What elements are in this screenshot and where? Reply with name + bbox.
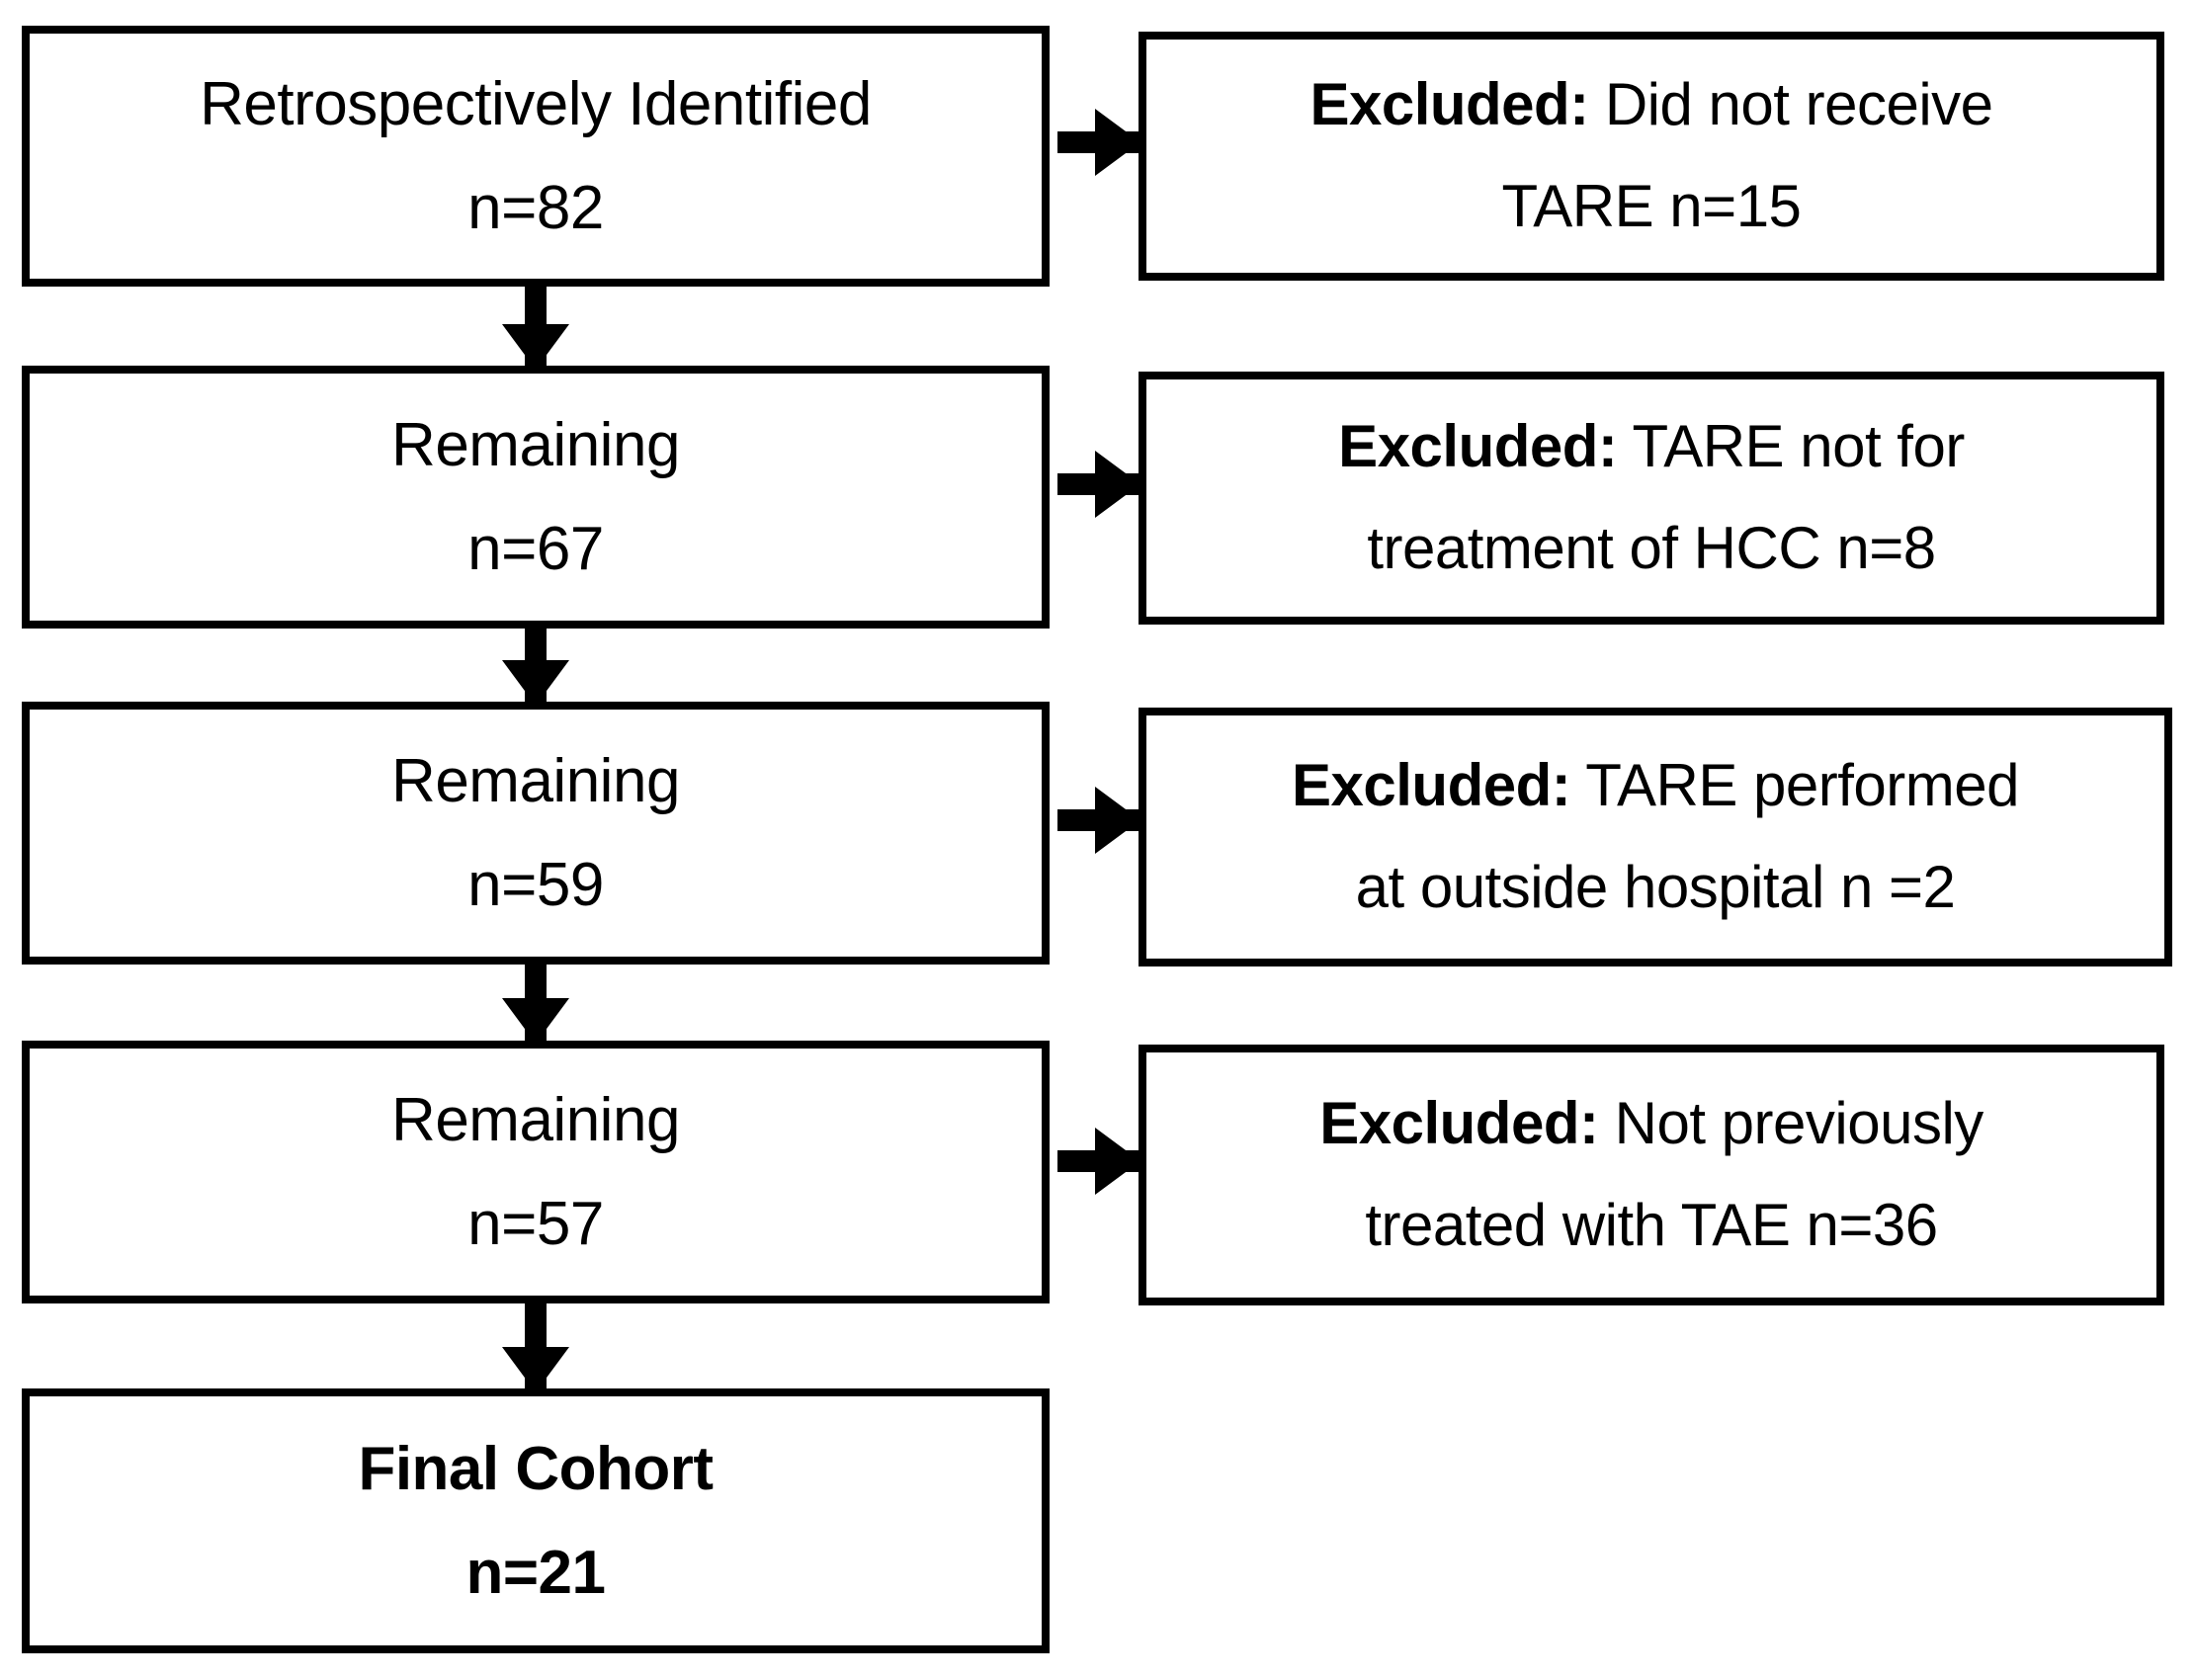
arrow-head [1095,1128,1140,1195]
exclusion-node-no-prior-tae-line1: Excluded: Not previously [1319,1089,1983,1159]
flow-node-final-cohort: Final Cohort n=21 [22,1388,1050,1653]
exclusion-node-not-hcc-line1: Excluded: TARE not for [1338,412,1965,482]
arrow-head [1095,451,1140,518]
flow-node-remaining-57: Remaining n=57 [22,1041,1050,1303]
exclusion-text: Did not receive [1588,71,1993,138]
arrow-head [502,324,569,370]
exclusion-node-no-tare-line2: TARE n=15 [1501,173,1802,239]
flow-node-remaining-67-count: n=67 [467,515,604,583]
exclusion-node-no-tare: Excluded: Did not receive TARE n=15 [1139,32,2164,281]
exclusion-label: Excluded: [1319,1090,1599,1157]
exclusion-label: Excluded: [1309,71,1589,138]
flow-node-remaining-57-title: Remaining [391,1085,680,1154]
exclusion-node-no-prior-tae: Excluded: Not previously treated with TA… [1139,1045,2164,1305]
flow-node-identified-count: n=82 [467,174,604,242]
arrow-head [1095,109,1140,176]
exclusion-text: TARE performed [1570,752,2019,819]
flow-node-final-cohort-count: n=21 [465,1539,606,1607]
flow-node-remaining-57-count: n=57 [467,1190,604,1258]
exclusion-node-no-tare-line1: Excluded: Did not receive [1309,70,1993,140]
exclusion-node-outside-hospital-line1: Excluded: TARE performed [1291,751,2020,821]
flow-node-identified-title: Retrospectively Identified [200,69,872,138]
flow-node-remaining-59-title: Remaining [391,746,680,815]
arrow-head [502,660,569,706]
arrow-head [1095,787,1140,854]
exclusion-text: Not previously [1598,1090,1984,1157]
exclusion-node-not-hcc: Excluded: TARE not for treatment of HCC … [1139,372,2164,625]
flow-node-remaining-67-title: Remaining [391,410,680,479]
flow-node-identified: Retrospectively Identified n=82 [22,26,1050,287]
exclusion-node-outside-hospital-line2: at outside hospital n =2 [1355,854,1956,920]
flow-node-final-cohort-title: Final Cohort [358,1434,714,1503]
exclusion-text: TARE not for [1617,413,1965,480]
arrow-head [502,1347,569,1392]
exclusion-label: Excluded: [1338,413,1618,480]
flow-node-remaining-67: Remaining n=67 [22,366,1050,629]
flow-node-remaining-59: Remaining n=59 [22,702,1050,965]
arrow-head [502,998,569,1044]
exclusion-node-not-hcc-line2: treatment of HCC n=8 [1367,515,1936,581]
exclusion-label: Excluded: [1291,752,1571,819]
exclusion-node-outside-hospital: Excluded: TARE performed at outside hosp… [1139,708,2172,966]
flow-node-remaining-59-count: n=59 [467,851,604,919]
exclusion-node-no-prior-tae-line2: treated with TAE n=36 [1365,1192,1938,1258]
